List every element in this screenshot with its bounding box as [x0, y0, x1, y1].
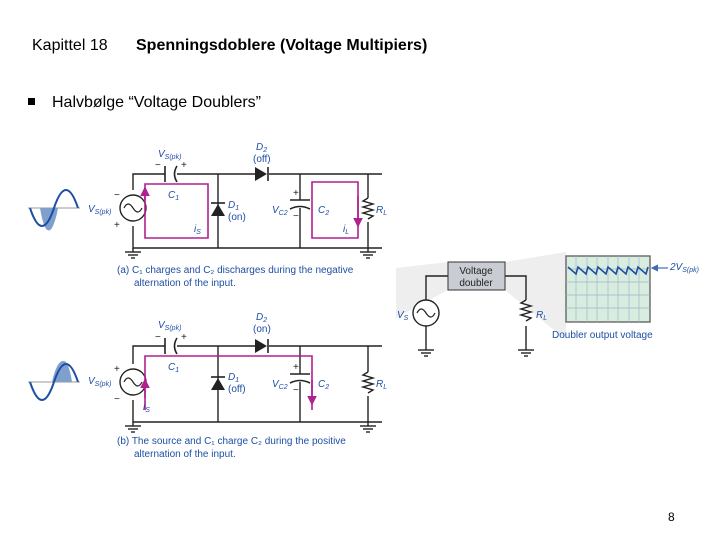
svg-text:D1: D1 — [228, 372, 239, 384]
diode-d1-a — [211, 204, 225, 216]
svg-text:VS(pk): VS(pk) — [88, 204, 111, 216]
voltage-doubler-box — [447, 261, 506, 291]
chapter-label: Kapittel 18 — [32, 37, 108, 54]
label-il-a: i — [343, 224, 346, 235]
label-d2-state-b: (on) — [253, 324, 271, 335]
wiring-a — [132, 173, 382, 252]
label-d2-b: D — [256, 312, 263, 323]
resistor-rl-block — [518, 299, 534, 322]
label-c2-a: C — [318, 205, 326, 216]
svg-text:+: + — [114, 364, 120, 375]
svg-text:C2: C2 — [318, 205, 329, 217]
output-ripple-waveform — [567, 265, 649, 276]
circuit-a: − + − + + − VS(pk) VS(pk) C1 D2 (off) D1 (o… — [28, 142, 387, 289]
svg-text:+: + — [293, 188, 299, 199]
svg-text:RL: RL — [376, 379, 387, 391]
current-loop-is-a — [144, 183, 209, 239]
diode-d2-b — [255, 339, 267, 353]
label-vs-block: V — [397, 310, 405, 321]
svg-text:−: − — [293, 385, 299, 396]
svg-text:2VS(pk): 2VS(pk) — [669, 262, 699, 274]
label-vs-a: V — [88, 204, 96, 215]
input-sine-a — [28, 189, 80, 231]
doubler-block-diagram: Voltage doubler VS RL 2VS(pk) Doubler ou… — [396, 252, 699, 357]
label-d1-state-a: (on) — [228, 212, 246, 223]
diode-d2-a — [255, 167, 267, 181]
page-number: 8 — [668, 510, 675, 524]
circuit-b: − + + − + − VS(pk) VS(pk) C1 D2 (on) D1 (of… — [28, 312, 387, 460]
label-vc2-a: V — [272, 205, 280, 216]
resistor-rl-b — [360, 371, 376, 394]
svg-text:D1: D1 — [228, 200, 239, 212]
label-d1-state-b: (off) — [228, 384, 246, 395]
label-rl-block: R — [536, 310, 543, 321]
svg-text:D2: D2 — [256, 312, 267, 324]
label-output-2vs: 2V — [669, 262, 684, 273]
label-c1-b: C — [168, 362, 176, 373]
ground-a — [125, 251, 376, 259]
resistor-rl-a — [360, 197, 376, 220]
svg-text:VC2: VC2 — [272, 205, 288, 217]
caption-b-line2: alternation of the input. — [134, 449, 236, 460]
label-d1-b: D — [228, 372, 235, 383]
label-rl-a: R — [376, 205, 383, 216]
svg-text:iS: iS — [194, 224, 201, 236]
label-c2-b: C — [318, 379, 326, 390]
bullet-marker — [28, 98, 35, 105]
svg-text:iL: iL — [343, 224, 349, 236]
svg-text:C1: C1 — [168, 190, 179, 202]
svg-text:VS(pk): VS(pk) — [158, 149, 181, 161]
current-loop-il-a — [311, 181, 359, 239]
label-d2-a: D — [256, 142, 263, 153]
svg-text:VS(pk): VS(pk) — [88, 376, 111, 388]
svg-text:+: + — [181, 332, 187, 343]
svg-text:−: − — [114, 190, 120, 201]
svg-text:D2: D2 — [256, 142, 267, 154]
page-title: Spenningsdoblere (Voltage Multipiers) — [136, 37, 428, 54]
label-vs-b: V — [88, 376, 96, 387]
label-c1-a: C — [168, 190, 176, 201]
bullet-text: Halvbølge “Voltage Doublers” — [52, 94, 261, 111]
svg-text:RL: RL — [536, 310, 547, 322]
label-vspk-a: V — [158, 149, 166, 160]
svg-text:C2: C2 — [318, 379, 329, 391]
scope-caption: Doubler output voltage — [552, 330, 653, 341]
label-is-b: i — [143, 402, 146, 413]
input-sine-b — [28, 360, 80, 401]
label-vc2-b: V — [272, 379, 280, 390]
label-is-a: i — [194, 224, 197, 235]
svg-text:−: − — [155, 332, 161, 343]
caption-a-line2: alternation of the input. — [134, 278, 236, 289]
diode-d1-b — [211, 378, 225, 390]
svg-text:−: − — [114, 394, 120, 405]
svg-text:iS: iS — [143, 402, 150, 414]
label-rl-b: R — [376, 379, 383, 390]
wiring-b — [132, 345, 382, 426]
svg-text:VC2: VC2 — [272, 379, 288, 391]
caption-b-line1: (b) The source and C₁ charge C₂ during t… — [117, 436, 346, 447]
svg-text:VS(pk): VS(pk) — [158, 320, 181, 332]
svg-text:RL: RL — [376, 205, 387, 217]
label-vspk-b: V — [158, 320, 166, 331]
box-label-line2: doubler — [459, 278, 493, 289]
ground-b — [125, 425, 376, 433]
svg-text:−: − — [293, 211, 299, 222]
svg-text:+: + — [293, 362, 299, 373]
svg-text:+: + — [181, 160, 187, 171]
caption-a-line1: (a) C₁ charges and C₂ discharges during … — [117, 265, 354, 276]
svg-text:+: + — [114, 220, 120, 231]
svg-text:−: − — [155, 160, 161, 171]
label-d1-a: D — [228, 200, 235, 211]
svg-text:C1: C1 — [168, 362, 179, 374]
box-label-line1: Voltage — [459, 266, 493, 277]
label-d2-state-a: (off) — [253, 154, 271, 165]
svg-text:VS: VS — [397, 310, 409, 322]
